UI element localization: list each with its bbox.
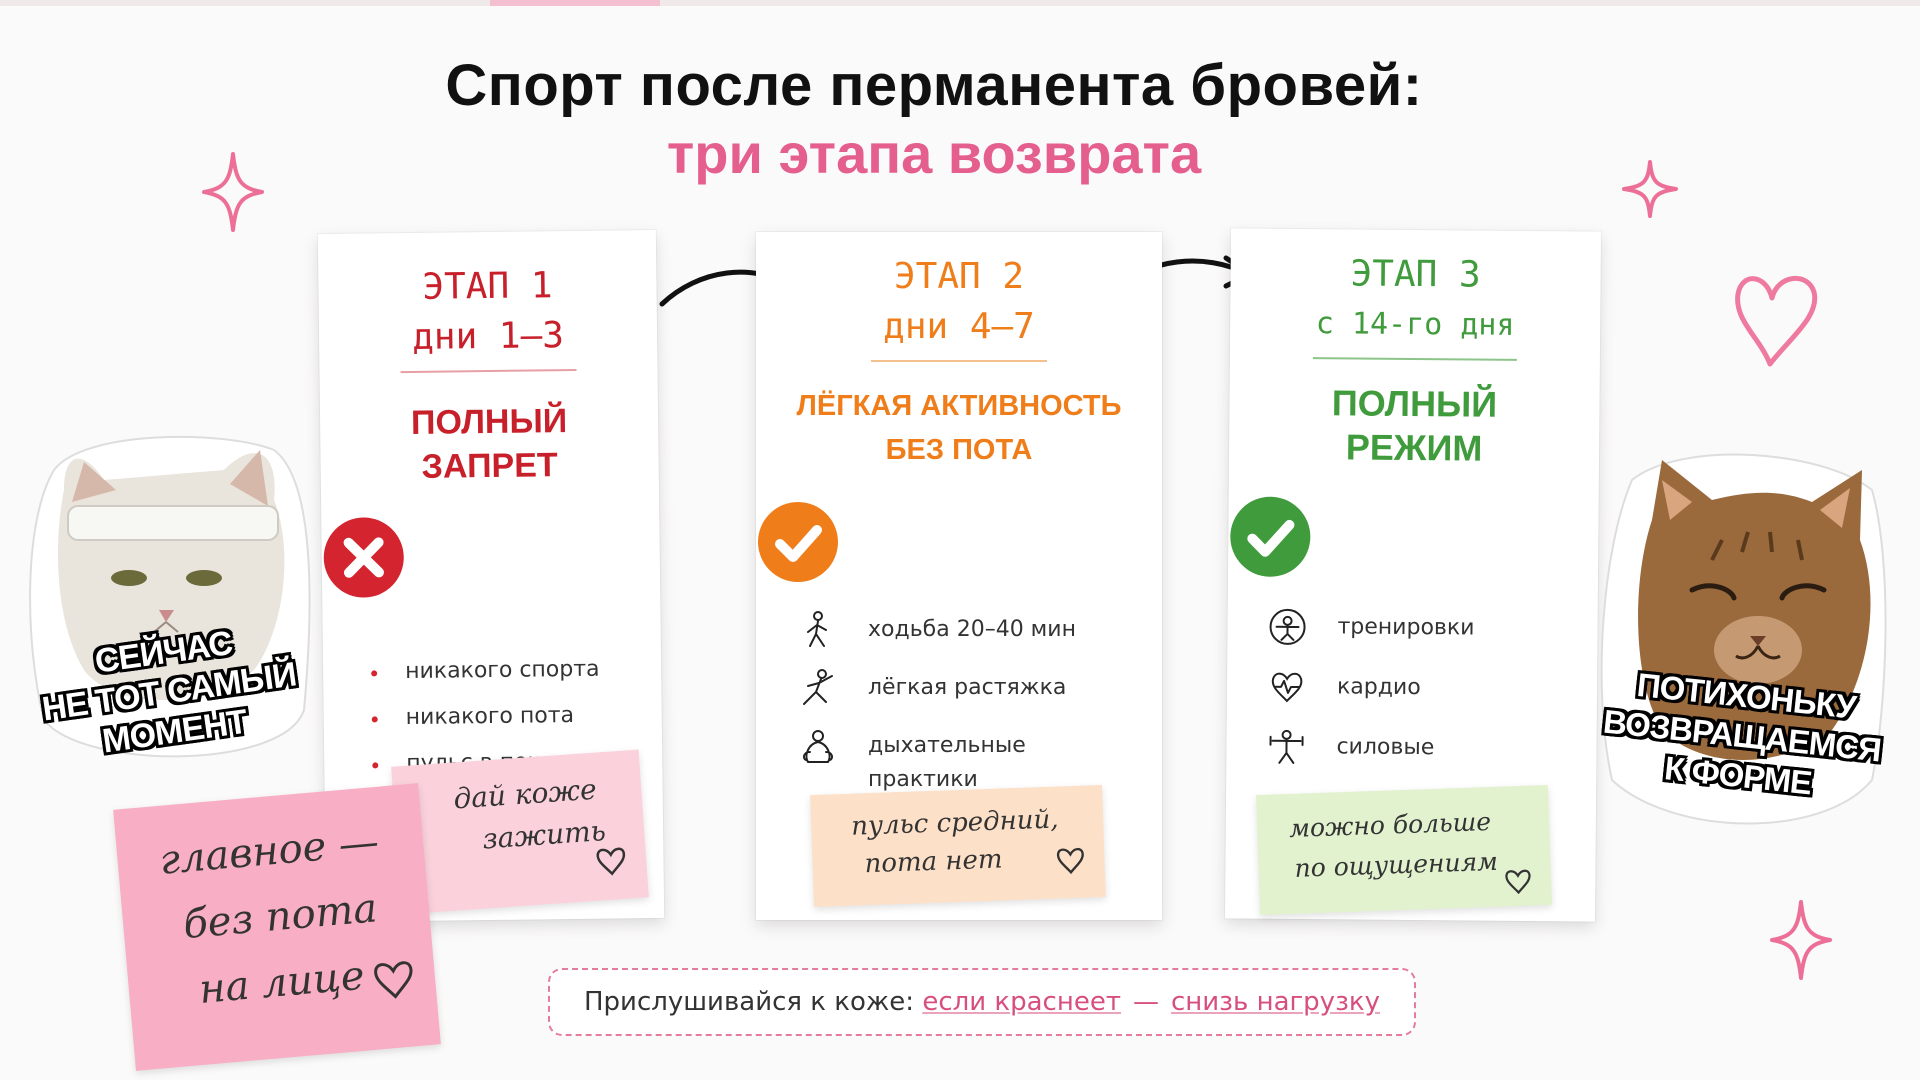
note-line: зажить — [481, 814, 607, 856]
note-line: можно больше — [1288, 806, 1492, 843]
cross-icon — [323, 517, 404, 598]
stage-note-3: можно больше по ощущениям — [1255, 784, 1553, 916]
list-item-text: тренировки — [1337, 614, 1475, 641]
sparkle-icon — [202, 152, 264, 232]
list-item: никакого спорта — [371, 646, 662, 696]
stage-heading-line: ЗАПРЕТ — [421, 446, 558, 486]
sticky-note-line: главное — — [157, 818, 381, 884]
list-item: кардио — [1267, 667, 1597, 710]
footer-lead: Прислушивайся к коже: — [584, 987, 915, 1017]
sparkle-icon — [1622, 160, 1678, 218]
stage-days: дни 4–7 — [883, 306, 1035, 347]
bullet-dot — [371, 670, 378, 677]
sparkle-icon — [1770, 900, 1832, 980]
stage-label: ЭТАП 1 — [422, 265, 553, 308]
stage-heading-line: БЕЗ ПОТА — [885, 434, 1033, 466]
stage-heading: ЛЁГКАЯ АКТИВНОСТЬ БЕЗ ПОТА — [756, 384, 1162, 472]
divider — [871, 360, 1047, 362]
title-line-1: Спорт после перманента бровей: — [445, 53, 1423, 118]
stage-card-1: ЭТАП 1 дни 1–3 ПОЛНЫЙ ЗАПРЕТ никакого сп… — [317, 229, 665, 923]
stage-list: тренировки кардио силовые — [1266, 607, 1597, 770]
cardio-heart-icon — [1271, 672, 1303, 703]
stage-note-2: пульс средний, пота нет — [810, 784, 1106, 908]
stage-card-3: ЭТАП 3 с 14-го дня ПОЛНЫЙ РЕЖИМ трениров… — [1224, 228, 1602, 922]
note-line: дай коже — [452, 772, 598, 816]
stretching-person-icon — [803, 669, 833, 705]
stage-heading-line: ЛЁГКАЯ АКТИВНОСТЬ — [796, 390, 1122, 422]
stage-days: с 14-го дня — [1315, 306, 1515, 343]
list-item: лёгкая растяжка — [798, 668, 1162, 708]
smiling-cat-image — [1600, 453, 1887, 825]
breathing-icon — [802, 730, 834, 763]
footer-action: снизь нагрузку — [1170, 987, 1380, 1017]
strength-icon — [1269, 729, 1304, 764]
title-line-2: три этапа возврата — [666, 122, 1202, 185]
list-item: ходьба 20–40 мин — [798, 610, 1162, 650]
top-border — [0, 0, 1920, 6]
list-item: дыхательные практики — [798, 726, 1162, 797]
heart-icon — [1505, 869, 1531, 895]
stage-heading-line: ПОЛНЫЙ — [410, 402, 568, 442]
sticky-note: главное — без пота на лице — [113, 783, 441, 1071]
note-line: пота нет — [864, 844, 1004, 880]
list-item-text: силовые — [1336, 734, 1435, 761]
list-item-text: никакого спорта — [405, 656, 600, 685]
meme-sticker-left: СЕЙЧАС НЕ ТОТ САМЫЙ МОМЕНТ — [24, 410, 314, 790]
note-line: по ощущениям — [1294, 846, 1499, 883]
training-icon — [1269, 608, 1306, 645]
list-item-text: лёгкая растяжка — [868, 675, 1067, 700]
check-icon — [758, 502, 838, 582]
note-line: пульс средний, — [850, 804, 1059, 842]
walking-person-icon — [807, 611, 827, 647]
heart-icon — [374, 961, 413, 999]
check-icon — [1230, 496, 1311, 577]
heart-icon — [1056, 847, 1084, 875]
top-pink-accent — [490, 0, 660, 6]
list-item-text: кардио — [1336, 674, 1421, 701]
bullet-dot — [371, 716, 378, 723]
list-item: тренировки — [1267, 607, 1597, 650]
stage-heading: ПОЛНЫЙ РЕЖИМ — [1229, 380, 1600, 471]
sticky-note-line: без пота — [181, 885, 379, 949]
stage-heading: ПОЛНЫЙ ЗАПРЕТ — [320, 398, 659, 490]
bullet-dot — [372, 762, 379, 769]
list-item-text: дыхательные практики — [868, 726, 1026, 797]
sticky-note-line: на лице — [197, 952, 367, 1013]
stage-note-1: дай коже зажить — [391, 749, 649, 915]
heart-icon — [596, 847, 626, 876]
list-item-text-line: дыхательные — [868, 733, 1026, 758]
footer-condition: если краснеет — [922, 987, 1121, 1017]
list-item-text: никакого пота — [405, 702, 575, 731]
footer-tip: Прислушивайся к коже: если краснеет — сн… — [548, 968, 1416, 1036]
meme-sticker-right: ПОТИХОНЬКУ ВОЗВРАЩАЕМСЯ К ФОРМЕ — [1592, 440, 1892, 840]
stage-list: ходьба 20–40 мин лёгкая растяжка дыхател… — [798, 610, 1162, 797]
list-item-text: ходьба 20–40 мин — [868, 617, 1076, 642]
stage-label: ЭТАП 2 — [893, 256, 1025, 297]
list-item: никакого пота — [371, 692, 662, 742]
footer-dash: — — [1132, 987, 1159, 1017]
list-item: силовые — [1266, 727, 1596, 770]
list-item-text-line: практики — [868, 767, 978, 792]
stage-heading-line: РЕЖИМ — [1345, 426, 1483, 469]
heart-doodle-icon — [1735, 275, 1818, 367]
stage-days: дни 1–3 — [411, 315, 565, 358]
stage-label: ЭТАП 3 — [1350, 253, 1481, 296]
page-title: Спорт после перманента бровей: три этапа… — [0, 52, 1868, 186]
stage-heading-line: ПОЛНЫЙ — [1331, 382, 1498, 425]
white-cat-image — [29, 435, 311, 758]
